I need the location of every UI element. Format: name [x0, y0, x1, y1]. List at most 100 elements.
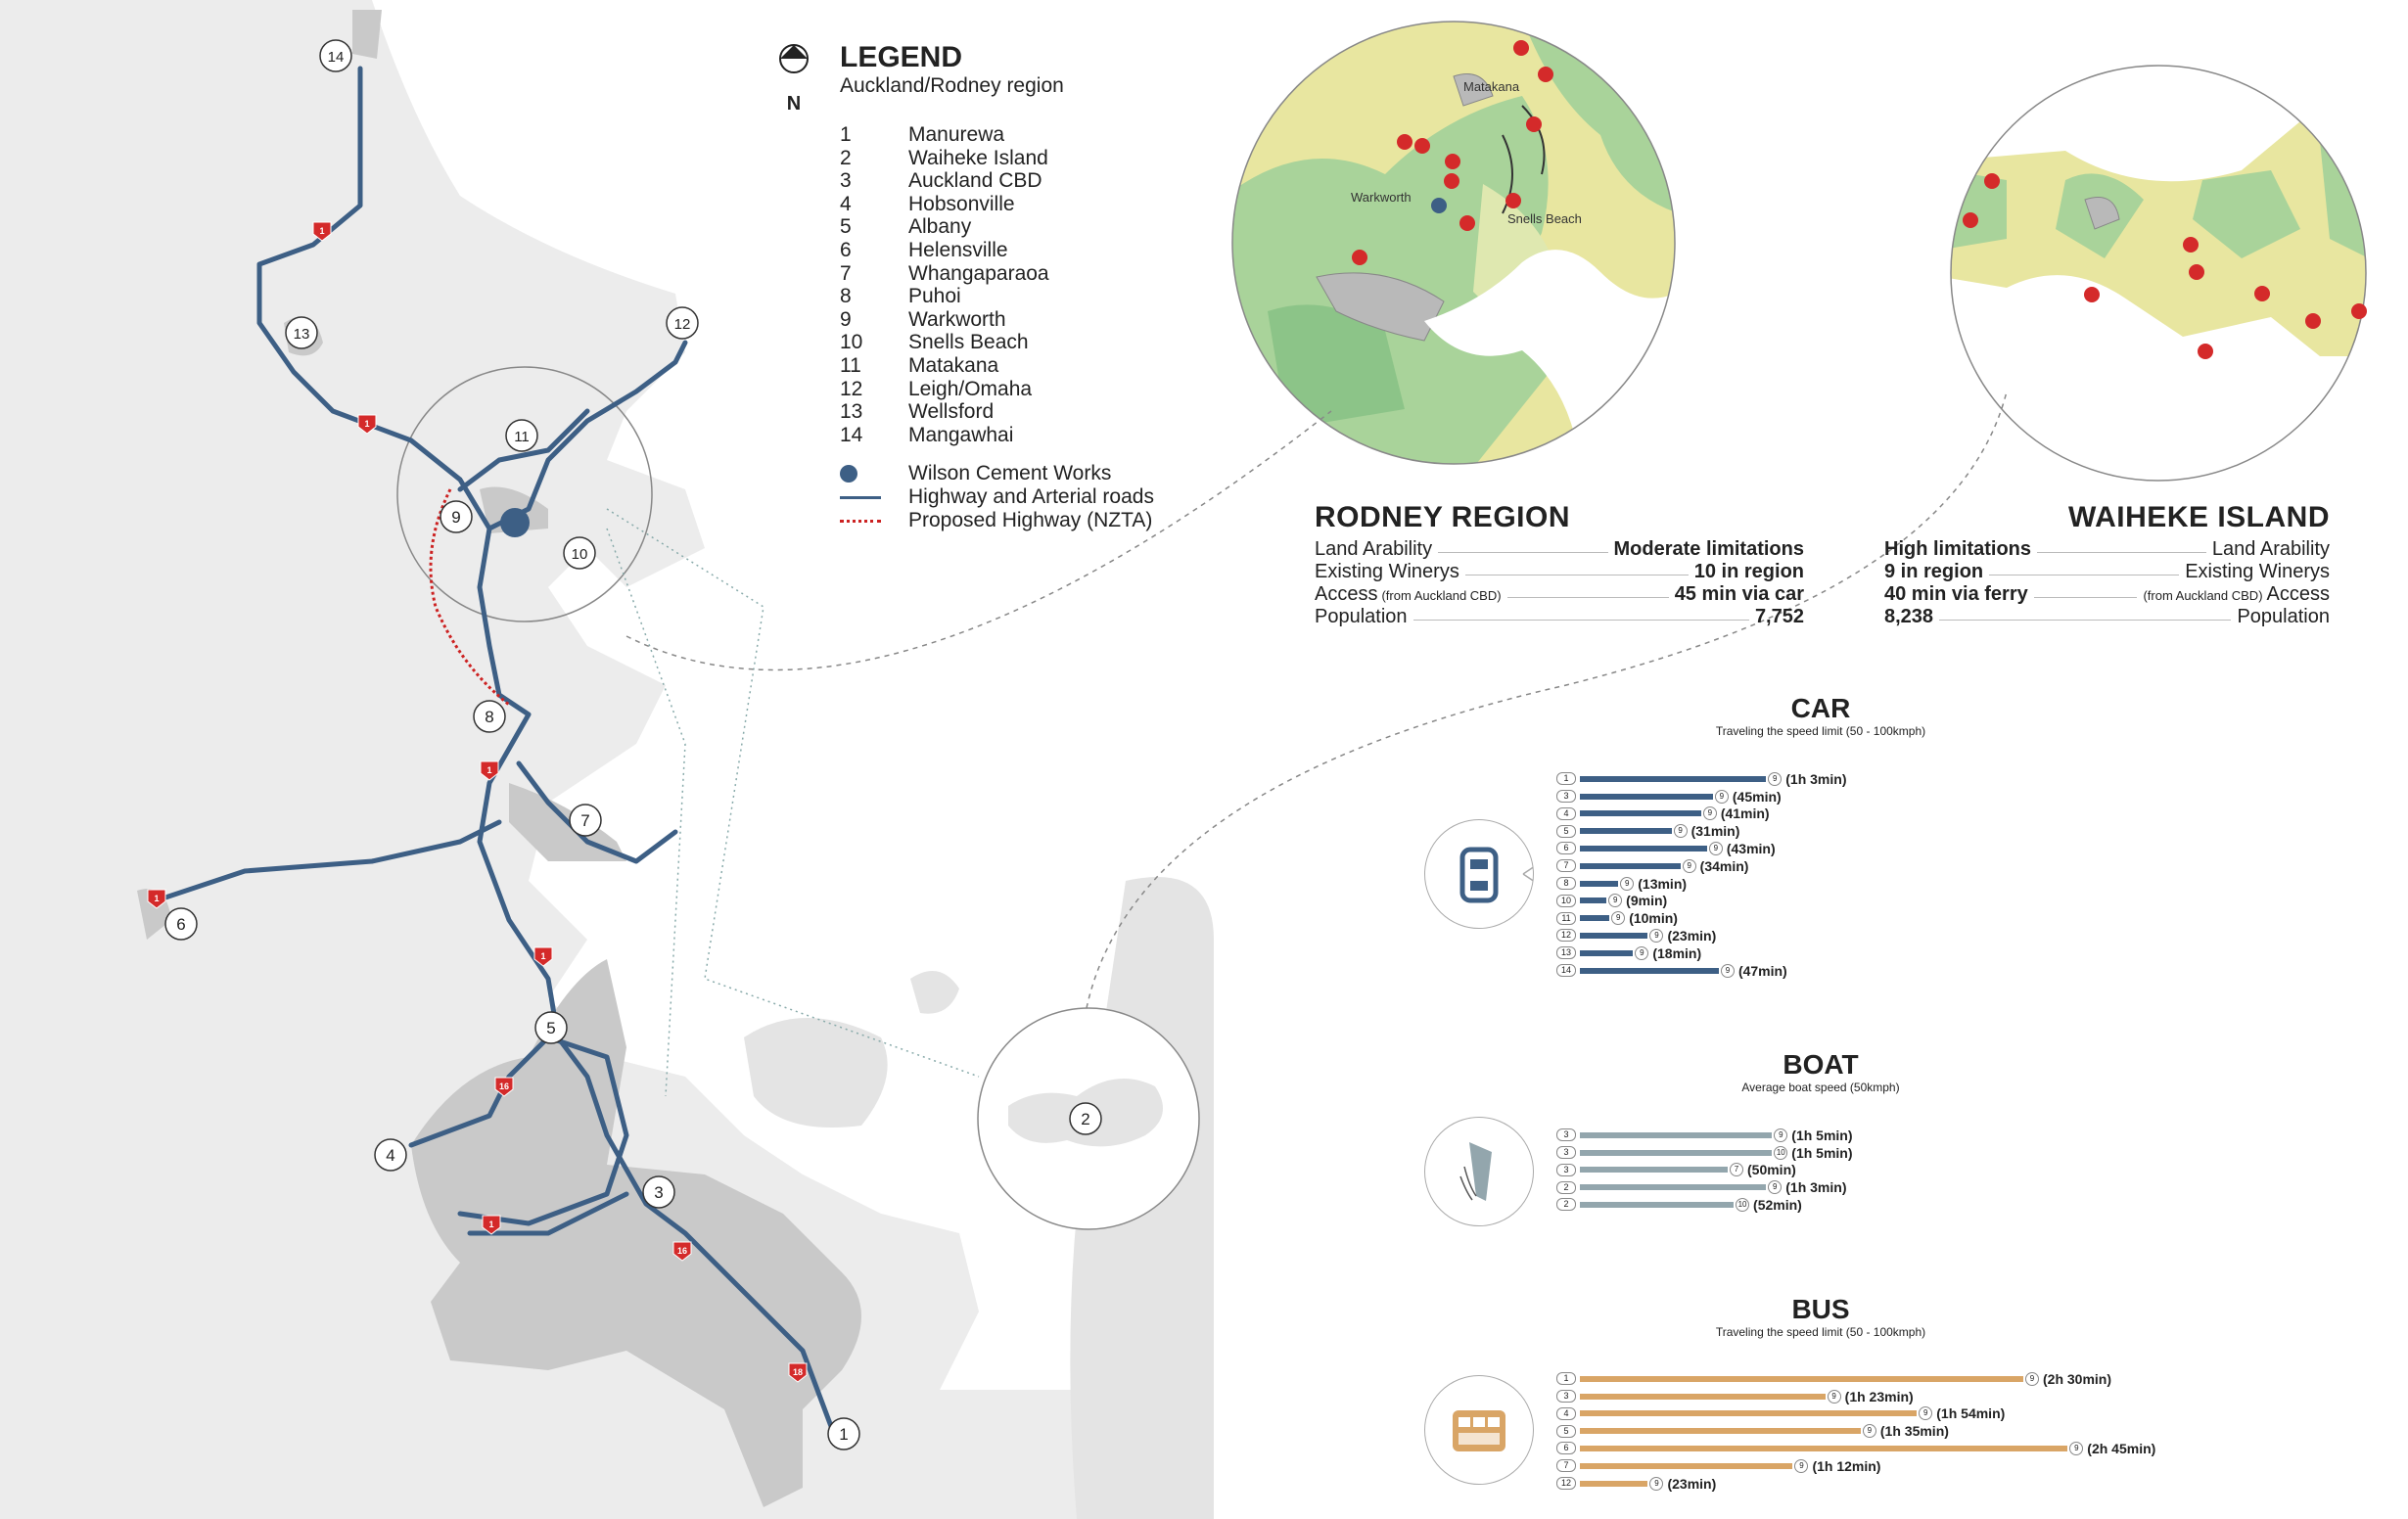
highway-shield-label: 1: [319, 226, 324, 236]
highway-shield-label: 16: [499, 1082, 509, 1091]
bar-destination: 10: [1736, 1197, 1750, 1212]
place-marker: 9: [440, 500, 473, 533]
bar-destination: 9: [1862, 1424, 1876, 1439]
bar-time: (1h 35min): [1879, 1423, 1949, 1440]
bar-destination: 9: [1794, 1458, 1809, 1473]
highway-shield-label: 1: [486, 765, 491, 775]
place-marker-label: 4: [386, 1146, 394, 1165]
stat-value: 10 in region: [1693, 561, 1804, 582]
bus-subtitle: Traveling the speed limit (50 - 100kmph): [1715, 1325, 1926, 1339]
legend-item-name: Warkworth: [908, 307, 1006, 331]
legend-item-number: 7: [840, 261, 852, 285]
stat-label-text: Access: [2266, 583, 2330, 605]
bus-bar: [1580, 1428, 1861, 1435]
bus-bar: [1580, 1410, 1918, 1417]
place-marker: 8: [473, 700, 506, 733]
bar-time: (1h 3min): [1785, 1179, 1847, 1196]
car-bar: [1580, 932, 1648, 939]
place-marker: 1: [827, 1417, 860, 1450]
car-bar: [1580, 898, 1607, 904]
stat-label-text: Existing Winerys: [2185, 561, 2330, 582]
car-subtitle: Traveling the speed limit (50 - 100kmph): [1715, 724, 1926, 738]
bar-origin: 3: [1556, 1146, 1576, 1160]
legend-highway: Highway and Arterial roads: [840, 485, 1154, 509]
bar-time: (2h 30min): [2043, 1370, 2112, 1387]
legend-item-number: 9: [840, 307, 852, 331]
legend-item-number: 4: [840, 192, 852, 215]
bar-origin: 5: [1556, 1424, 1576, 1438]
legend-proposed-label: Proposed Highway (NZTA): [908, 509, 1153, 532]
legend-item-name: Hobsonville: [908, 192, 1015, 215]
bar-origin: 14: [1556, 964, 1576, 978]
legend-item-name: Snells Beach: [908, 331, 1029, 354]
legend-item-name: Wellsford: [908, 400, 995, 424]
inset-oneroa-urban: [2084, 197, 2120, 230]
bar-destination: 9: [1714, 789, 1729, 804]
bar-destination: 7: [1730, 1163, 1743, 1177]
bus-title: BUS: [1791, 1294, 1850, 1324]
winery-dot: [2351, 303, 2367, 319]
legend-symbols: Wilson Cement Works Highway and Arterial…: [840, 462, 1154, 532]
highway-shield-icon: 1: [480, 760, 499, 781]
bar-origin: 1: [1556, 1372, 1576, 1386]
bar-origin: 7: [1556, 859, 1576, 873]
stat-leader: [2033, 597, 2138, 598]
legend-item-name: Helensville: [908, 238, 1008, 261]
bar-destination: 9: [1774, 1128, 1788, 1142]
bar-time: (50min): [1747, 1162, 1796, 1178]
legend-item-name: Waiheke Island: [908, 146, 1048, 169]
stat-label-note: (from Auckland CBD): [1381, 588, 1502, 603]
highway-sh1-south: [477, 526, 835, 1432]
legend-item-name: Manurewa: [908, 123, 1005, 146]
bar-destination: 9: [1768, 1180, 1783, 1195]
urban-mangawhai: [352, 10, 382, 59]
legend-item-number: 14: [840, 423, 863, 446]
stat-value: 40 min via ferry: [1884, 583, 2028, 605]
legend-item: 4 Hobsonville: [840, 193, 1154, 216]
highway-shield-label: 1: [540, 951, 545, 961]
bar-time: (52min): [1753, 1196, 1802, 1213]
bar-destination: 9: [1611, 911, 1626, 926]
inset-matakana-urban: [1453, 73, 1494, 107]
legend-item-name: Albany: [908, 215, 972, 239]
place-marker: 12: [666, 306, 699, 340]
legend-item-number: 11: [840, 353, 861, 377]
legend-item-number: 10: [840, 331, 863, 354]
bar-origin: 12: [1556, 929, 1576, 943]
arterial-west: [154, 819, 502, 903]
car-bar: [1580, 862, 1681, 869]
hauraki-land: [744, 1018, 888, 1128]
bar-time: (1h 12min): [1812, 1457, 1881, 1474]
boat-icon: [1459, 1142, 1492, 1201]
highway-shield-icon: 1: [312, 221, 332, 242]
arterial-harbour: [467, 1191, 629, 1236]
highway-shield-icon: 1: [147, 889, 166, 909]
winery-dot: [2189, 264, 2204, 280]
arterial-warkworth: [457, 408, 590, 492]
highway-shield-label: 16: [677, 1246, 687, 1256]
legend-cement-label: Wilson Cement Works: [908, 462, 1112, 485]
offshore-island: [910, 971, 959, 1014]
legend-item-number: 8: [840, 285, 852, 308]
arterial-16: [457, 1035, 629, 1226]
place-marker-label: 7: [580, 811, 589, 830]
bar-destination: 9: [1708, 841, 1723, 855]
stat-label: Existing Winerys: [2185, 561, 2330, 583]
place-marker-label: 11: [514, 429, 530, 445]
bar-time: (43min): [1726, 840, 1776, 856]
stat-value: 9 in region: [1884, 561, 1984, 582]
legend-item-name: Mangawhai: [908, 423, 1014, 446]
highway-shield-icon: 1: [357, 414, 377, 435]
